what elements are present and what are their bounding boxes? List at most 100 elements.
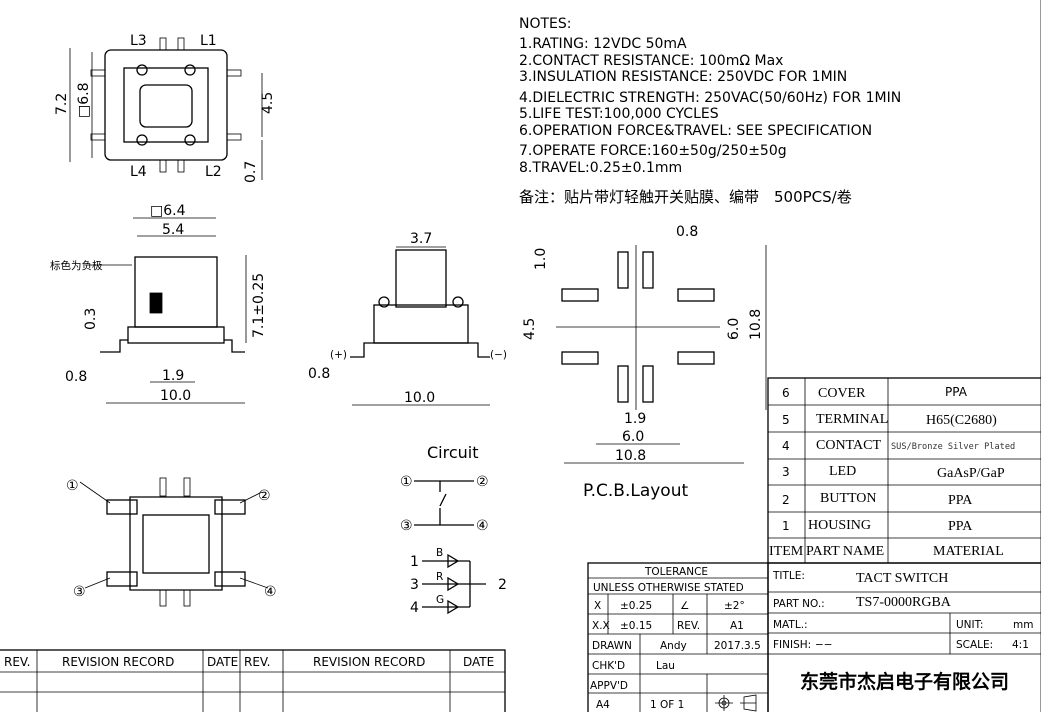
bom-material: H65(C2680) [926,413,997,428]
led-green: G [436,594,444,606]
dim-0-8-side: 0.8 [308,366,330,382]
bom-item: 4 [782,439,790,453]
bottom-pin-2: ② [258,488,271,504]
material-label: MATL.: [773,619,808,631]
date-header-2: DATE [463,655,494,669]
note-3: 3.INSULATION RESISTANCE: 250VDC FOR 1MIN [519,69,847,85]
bom-part: LED [829,464,856,479]
pcb-dim-0-8: 0.8 [676,224,698,240]
revision-record-header-2: REVISION RECORD [313,655,425,669]
title-label: TITLE: [772,570,805,582]
unit-label: UNIT: [956,619,983,631]
note-2: 2.CONTACT RESISTANCE: 100mΩ Max [519,53,783,69]
bom-row: 3 LED GaAsP/GaP [782,464,1005,481]
tol-angle-value: ±2° [724,600,745,612]
title-block: TITLE: TACT SWITCH PART NO.: TS7-0000RGB… [767,562,1041,712]
tol-x-value: ±0.25 [620,600,652,612]
circuit-pin-2: ② [476,474,489,490]
bottom-pin-1: ① [66,478,79,494]
tolerance-subtitle: UNLESS OTHERWISE STATED [593,582,744,594]
note-1: 1.RATING: 12VDC 50mA [519,36,687,52]
note-remark: 备注：贴片带灯轻触开关贴膜、编带 500PCS/卷 [519,188,852,206]
pcb-dim-6-0: 6.0 [622,429,644,445]
plus-mark: (+) [330,349,347,361]
pcb-dim-4-5: 4.5 [522,318,538,340]
revision-record-header: REVISION RECORD [62,655,174,669]
dim-6-8: □6.8 [76,83,92,119]
checked-label: CHK'D [592,660,625,672]
sheet-size: A4 [596,699,610,711]
dim-7-1: 7.1±0.25 [251,273,267,338]
revision-table: REV. REVISION RECORD DATE REV. REVISION … [0,649,506,712]
finish-value: −− [815,639,833,651]
bom-row: 4 CONTACT SUS/Bronze Silver Plated [782,438,1015,453]
pcb-dim-6-0-v: 6.0 [726,318,742,340]
bottom-pin-4: ④ [264,584,277,600]
note-8: 8.TRAVEL:0.25±0.1mm [519,160,682,176]
led-pin-3: 3 [410,577,419,593]
notes: NOTES: 1.RATING: 12VDC 50mA 2.CONTACT RE… [519,16,901,206]
pcb-dim-10-8-v: 10.8 [748,309,764,340]
bottom-view: ① ② ③ ④ [66,477,277,607]
dim-7-2: 7.2 [54,93,70,115]
date-header: DATE [207,655,238,669]
bom-item: 3 [782,465,790,479]
checked-value: Lau [656,660,675,672]
bom-row: 5 TERMINAL H65(C2680) [782,412,997,428]
label-L2: L2 [205,164,222,180]
bom-item: 6 [782,386,790,400]
minus-mark: (−) [490,349,507,361]
projection-symbol-icon [715,694,757,712]
dim-1-9: 1.9 [162,368,184,384]
pcb-dim-1-0: 1.0 [533,248,549,270]
pcb-dim-1-9: 1.9 [624,411,646,427]
dim-0-3: 0.3 [83,308,99,330]
bom-material: GaAsP/GaP [937,466,1005,481]
bom-part: CONTACT [816,438,881,453]
bom-part: BUTTON [820,491,877,506]
dim-4-5: 4.5 [260,92,276,114]
angle-icon: ∠ [680,600,689,612]
dim-3-7: 3.7 [410,231,432,247]
bottom-pin-3: ③ [73,584,86,600]
bom-item: 1 [782,519,790,533]
drawn-value: Andy [660,640,687,652]
drawn-label: DRAWN [592,640,632,652]
bom-material: PPA [948,493,973,508]
company-name: 东莞市杰启电子有限公司 [800,670,1009,693]
circuit-pin-4: ④ [476,518,489,534]
part-no-label: PART NO.: [773,598,825,610]
tol-xx-value: ±0.15 [620,620,652,632]
pcb-title: P.C.B.Layout [583,481,688,501]
bom-part: TERMINAL [816,412,888,427]
dim-10-0: 10.0 [160,388,191,404]
label-L4: L4 [130,164,147,180]
led-blue: B [436,547,443,559]
bom-row: 2 BUTTON PPA [782,491,973,508]
note-4: 4.DIELECTRIC STRENGTH: 250VAC(50/60Hz) F… [519,90,901,106]
negative-mark-label: 标色为负极 [50,259,103,272]
led-pin-4: 4 [410,600,419,616]
bom-item: 5 [782,413,790,427]
pcb-layout: 0.8 1.0 4.5 6.0 10.8 1.9 6.0 10.8 P.C.B.… [522,224,767,501]
dim-0-8: 0.8 [65,369,87,385]
side-view: 3.7 0.8 10.0 (+) (−) [308,231,507,406]
dim-6-4: □6.4 [150,203,186,219]
circuit-pin-3: ③ [400,518,413,534]
bom-item: 2 [782,493,790,507]
bom-material: PPA [948,519,973,534]
note-6: 6.OPERATION FORCE&TRAVEL: SEE SPECIFICAT… [519,123,872,139]
tolerance-title: TOLERANCE [644,566,708,578]
part-no: TS7-0000RGBA [856,595,952,610]
drawing-title: TACT SWITCH [856,571,948,586]
led-pin-2: 2 [498,577,507,593]
bom-material: SUS/Bronze Silver Plated [891,442,1015,452]
rev-label: REV. [677,620,700,632]
note-5: 5.LIFE TEST:100,000 CYCLES [519,106,719,122]
dim-10-0-side: 10.0 [404,390,435,406]
